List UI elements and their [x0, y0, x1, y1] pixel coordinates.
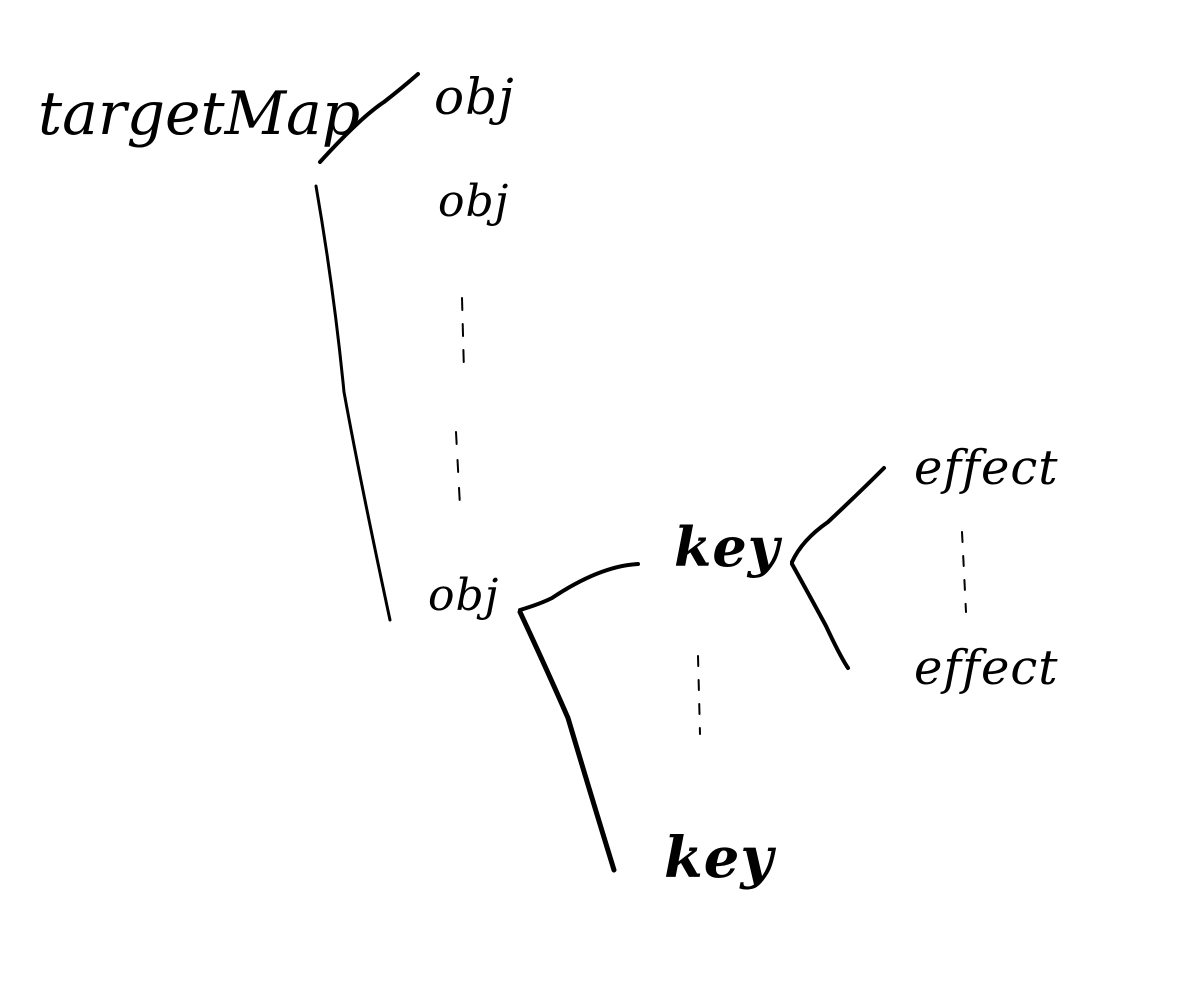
ellipsis-objects-upper [461, 297, 465, 373]
edge-obj-to-first-key [518, 562, 640, 612]
edge-key-to-first-effect [790, 466, 886, 564]
edge-root-to-first-obj [318, 72, 420, 164]
node-obj-second: obj [438, 176, 510, 227]
node-key-first: key [674, 515, 781, 579]
edge-obj-to-last-key [517, 609, 617, 873]
node-key-last: key [664, 825, 774, 891]
ellipsis-keys [697, 655, 701, 735]
node-effect-last: effect [914, 640, 1059, 696]
ellipsis-effects [961, 531, 967, 613]
node-obj-last: obj [428, 570, 500, 621]
ellipsis-objects-lower [455, 431, 461, 507]
node-targetmap: targetMap [38, 79, 361, 149]
node-effect-first: effect [914, 440, 1059, 496]
node-obj-first: obj [434, 68, 515, 126]
edge-root-to-last-obj [314, 184, 392, 622]
edge-key-to-last-effect [790, 562, 850, 670]
